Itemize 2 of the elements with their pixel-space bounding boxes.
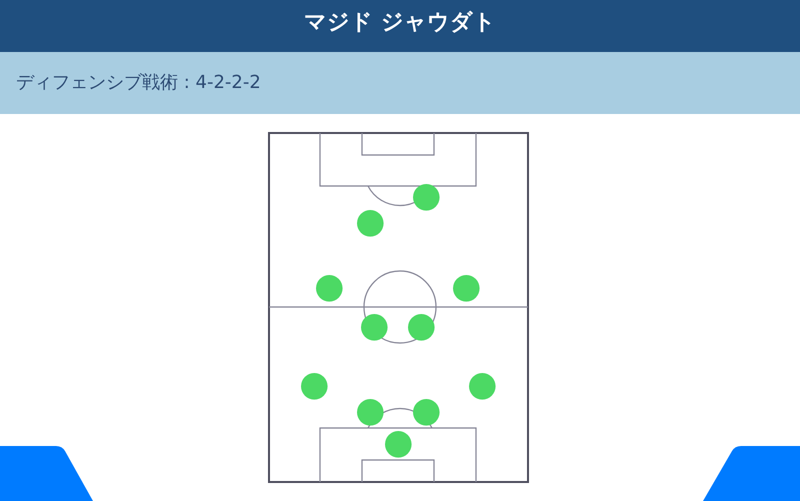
formation-label: ディフェンシブ戦術 : 4-2-2-2 — [16, 71, 261, 95]
title: マジド ジャウダト — [304, 9, 496, 37]
